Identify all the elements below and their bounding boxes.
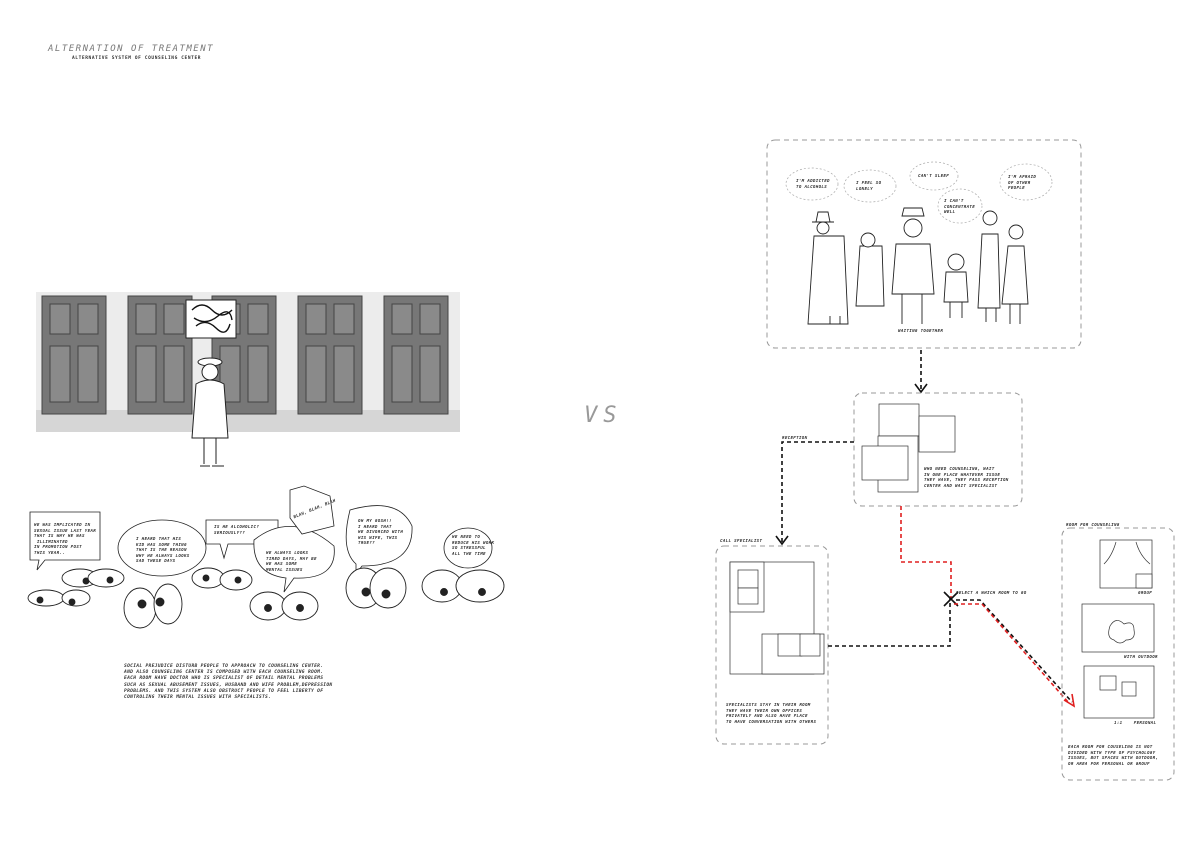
specialist-plan	[729, 561, 825, 675]
room-label-group: GROUP	[1138, 590, 1153, 595]
door-2	[127, 295, 193, 415]
waiting-panel	[766, 139, 1082, 349]
waiting-bubble-5: I'M AFRAID OF OTHER PEOPLE	[1008, 174, 1037, 191]
reception-plan	[861, 403, 956, 493]
door-strip	[36, 292, 460, 432]
waiting-people	[807, 207, 1029, 325]
reception-label: RECEPTION	[782, 435, 808, 440]
gossip-bubble-1: HE WAS IMPLICATED IN SEXUAL ISSUE LAST Y…	[34, 522, 97, 555]
rooms-text: EACH ROOM FOR COUSELING IS NOT DIVIDED W…	[1068, 744, 1159, 766]
room-label-personal: 1:1 PERSONAL	[1114, 720, 1157, 725]
door-1	[41, 295, 107, 415]
gossip-bubble-2: I HEARD THAT HIS KID HAS SOME THING THAT…	[136, 536, 190, 564]
waiting-bubble-1: I'M ADDICTED TO ALCOHOLS	[796, 178, 830, 189]
waiting-bubble-3: CAN'T SLEEP	[918, 173, 950, 178]
select-room-label: SELECT A WHICH ROOM TO GO	[956, 590, 1027, 595]
reception-text: WHO NEED COUNSELING, WAIT IN ONE PLACE W…	[924, 466, 1009, 488]
room-plans	[1081, 539, 1155, 719]
page-title: ALTERNATION OF TREATMENT	[48, 44, 215, 54]
reception-panel	[853, 392, 1023, 507]
room-label-outdoor: WITH OUTDOOR	[1124, 654, 1158, 659]
call-specialist-label: CALL SPECIALIST	[720, 538, 763, 543]
arrow-select-to-rooms-black	[956, 599, 1073, 703]
gossip-bubble-3: IS HE ALCOHOLIC? SERIOUSLY??	[214, 524, 260, 535]
gossip-bubble-4: HE ALWAYS LOOKS TIRED DAYS, MAY BE HE HA…	[266, 550, 317, 572]
waiting-label: WAITING TOGETHER	[898, 328, 944, 333]
arrow-reception-to-select	[900, 506, 952, 598]
waiting-thought-clouds	[785, 161, 1053, 224]
gossip-bubble-6: OH MY GOSH!! I HEARD THAT HE DIVORCED WI…	[358, 518, 404, 546]
page-subtitle: ALTERNATIVE SYSTEM OF COUNSELING CENTER	[72, 56, 202, 61]
eyes-group	[27, 567, 505, 629]
gossip-bubble-7: HE NEED TO REDUCE HIS WORK SO STRESSFUL …	[452, 534, 495, 556]
arrow-specialist-to-select	[828, 598, 951, 647]
vs-label: VS	[584, 403, 623, 428]
waiting-bubble-4: I CAN'T CONCENTRATE WELL	[944, 198, 976, 215]
door-5	[383, 295, 449, 415]
rooms-label: ROOM FOR COUNSELING	[1066, 522, 1120, 527]
gossip-bubbles	[29, 485, 493, 593]
rooms-panel	[1061, 527, 1175, 781]
specialist-panel	[715, 545, 829, 745]
left-caption: SOCIAL PREJUDICE DISTURB PEOPLE TO APPRO…	[124, 664, 333, 701]
confused-man-figure	[185, 299, 237, 467]
door-4	[297, 295, 363, 415]
arrow-reception-to-specialist	[781, 441, 854, 542]
call-specialist-text: SPECIALISTS STAY IN THEIR ROOM THEY HAVE…	[726, 702, 817, 724]
arrow-select-to-rooms-red	[954, 603, 1069, 703]
waiting-bubble-2: I FEEL SO LONELY	[856, 180, 882, 191]
